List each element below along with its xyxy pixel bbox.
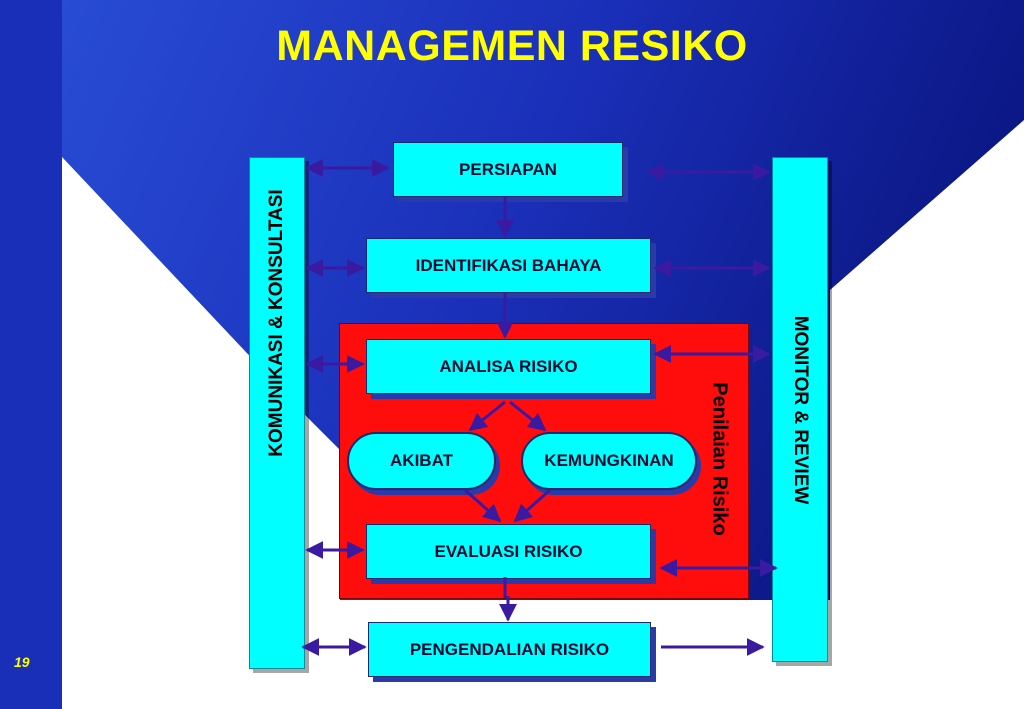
monitor-review-bar: MONITOR & REVIEW: [772, 157, 828, 662]
pengendalian-risiko-box: PENGENDALIAN RISIKO: [368, 622, 651, 677]
kemungkinan-pill: KEMUNGKINAN: [521, 432, 697, 490]
analisa-risiko-box: ANALISA RISIKO: [366, 339, 651, 394]
monitor-review-label: MONITOR & REVIEW: [790, 315, 811, 505]
identifikasi-bahaya-box: IDENTIFIKASI BAHAYA: [366, 238, 651, 293]
komunikasi-konsultasi-label: KOMUNIKASI & KONSULTASI: [266, 189, 287, 457]
page-title: MANAGEMEN RESIKO: [276, 22, 748, 70]
komunikasi-konsultasi-bar: KOMUNIKASI & KONSULTASI: [249, 157, 305, 669]
akibat-pill: AKIBAT: [347, 432, 496, 490]
slide-number: 19: [14, 654, 30, 670]
persiapan-box: PERSIAPAN: [393, 142, 623, 197]
penilaian-risiko-label: Penilaian Risiko: [708, 382, 731, 536]
evaluasi-risiko-box: EVALUASI RISIKO: [366, 524, 651, 579]
